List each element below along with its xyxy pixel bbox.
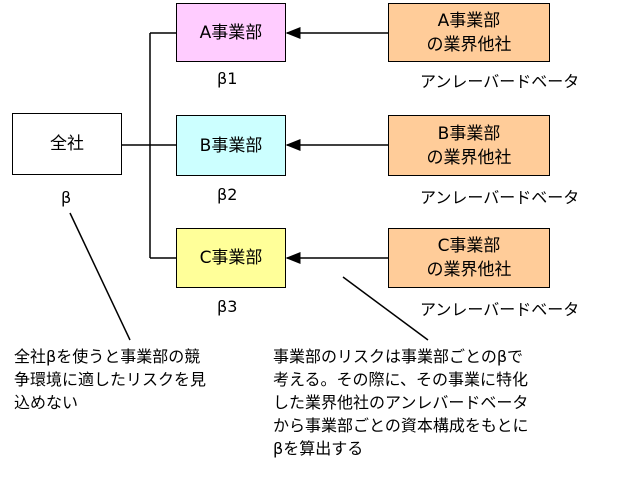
company-label: 全社 bbox=[50, 134, 84, 154]
peer-label-a-line1: A事業部 bbox=[437, 10, 501, 31]
division-box-b: B事業部 bbox=[176, 115, 286, 176]
peer-label-a-line2: の業界他社 bbox=[426, 34, 512, 55]
peer-box-c: C事業部 の業界他社 bbox=[388, 228, 550, 288]
peer-caption-a: アンレーバードベータ bbox=[420, 72, 580, 91]
company-box: 全社 bbox=[12, 113, 122, 175]
right-note-line: から事業部ごとの資本構成をもとに bbox=[273, 416, 529, 435]
division-box-c: C事業部 bbox=[176, 228, 286, 288]
peer-caption-b: アンレーバードベータ bbox=[420, 188, 580, 207]
peer-box-a: A事業部 の業界他社 bbox=[388, 3, 550, 62]
division-beta-b: β2 bbox=[217, 185, 238, 204]
division-label-c: C事業部 bbox=[199, 248, 263, 268]
division-beta-a: β1 bbox=[217, 69, 238, 88]
right-note-pointer bbox=[342, 276, 429, 341]
peer-label-c-line2: の業界他社 bbox=[426, 260, 512, 280]
peer-label-b-line1: B事業部 bbox=[437, 123, 501, 144]
division-label-b: B事業部 bbox=[199, 135, 263, 156]
right-note: 事業部のリスクは事業部ごとのβで 考える。その際に、その事業に特化 した業界他社… bbox=[273, 345, 623, 460]
right-note-line: した業界他社のアンレバードベータ bbox=[273, 393, 529, 412]
left-note-line: 全社βを使うと事業部の競 bbox=[14, 347, 201, 366]
peer-box-b: B事業部 の業界他社 bbox=[388, 115, 550, 176]
division-beta-c: β3 bbox=[217, 297, 238, 316]
right-note-line: 事業部のリスクは事業部ごとのβで bbox=[273, 347, 524, 366]
left-note: 全社βを使うと事業部の競 争環境に適したリスクを見 込めない bbox=[14, 345, 264, 414]
peer-label-b-line2: の業界他社 bbox=[426, 147, 512, 168]
left-note-line: 争環境に適したリスクを見 bbox=[14, 370, 207, 389]
peer-caption-c: アンレーバードベータ bbox=[420, 300, 580, 319]
left-note-pointer bbox=[69, 212, 131, 341]
division-label-a: A事業部 bbox=[199, 22, 263, 43]
peer-label-c-line1: C事業部 bbox=[437, 236, 501, 256]
division-box-a: A事業部 bbox=[176, 3, 286, 62]
right-note-line: 考える。その際に、その事業に特化 bbox=[273, 370, 529, 389]
company-beta: β bbox=[61, 188, 72, 207]
left-note-line: 込めない bbox=[14, 393, 79, 412]
right-note-line: βを算出する bbox=[273, 439, 364, 458]
